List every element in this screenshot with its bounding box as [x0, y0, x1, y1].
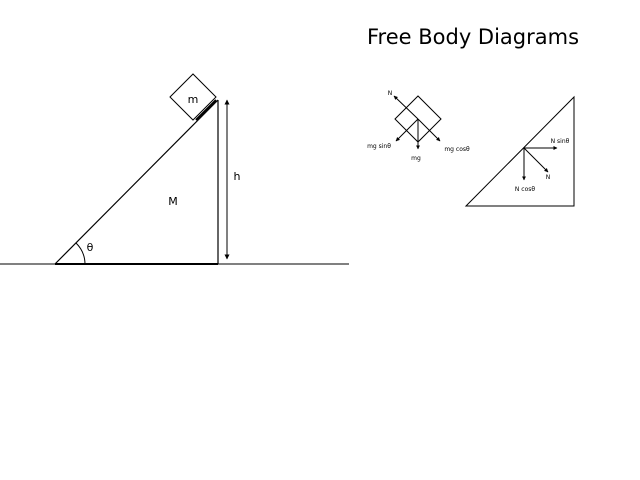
block-label: m [188, 93, 199, 106]
main-setup: m M h θ [0, 73, 349, 265]
height-label: h [234, 170, 241, 183]
fbd-horizontal-label: N sinθ [551, 138, 570, 145]
perpendicular-component-arrow [417, 118, 441, 142]
block-m [169, 73, 217, 121]
parallel-component-arrow [395, 118, 419, 142]
fbd-normal-label: N [388, 90, 393, 97]
block-fbd: N mg mg sinθ mg cosθ [367, 90, 470, 162]
wedge-incline [54, 99, 219, 265]
wedge-label: M [168, 195, 178, 208]
fbd-perpendicular-label: mg cosθ [444, 146, 470, 153]
wedge-fbd: N sinθ N N cosθ [464, 95, 575, 207]
fbd-vertical-label: N cosθ [515, 186, 535, 193]
wedge-normal-arrow [523, 147, 549, 173]
angle-arc [75, 242, 86, 265]
fbd-wedge-normal-label: N [546, 174, 551, 181]
fbd-wedge-triangle [464, 95, 575, 207]
normal-force-arrow [393, 95, 419, 120]
fbd-block-square [394, 95, 442, 143]
angle-label: θ [87, 241, 94, 254]
fbd-parallel-label: mg sinθ [367, 143, 391, 150]
fbd-weight-label: mg [411, 155, 421, 162]
incline-top-segment [195, 99, 217, 121]
diagram-title: Free Body Diagrams [367, 25, 579, 49]
